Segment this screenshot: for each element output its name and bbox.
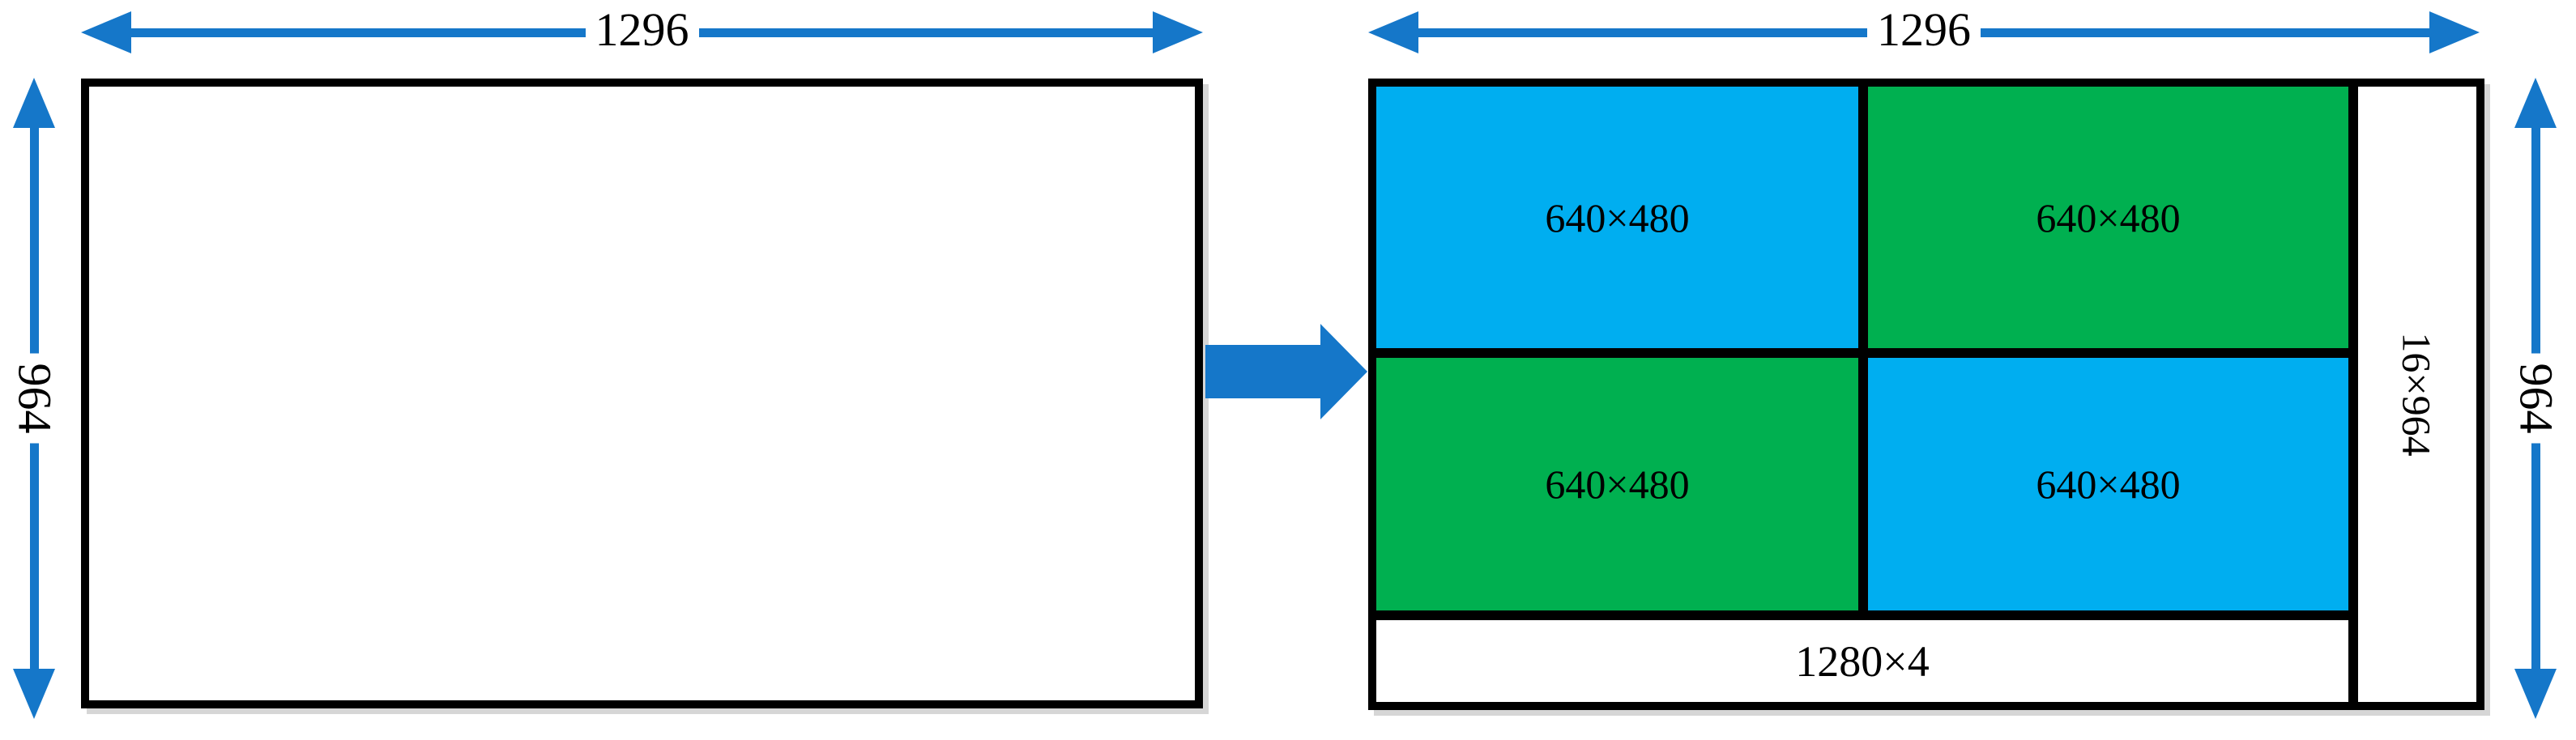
quadrant-bottom-left: 640×480 <box>1376 358 1858 610</box>
arrowhead-up-icon <box>2514 78 2557 128</box>
quadrant-size-label: 640×480 <box>2036 461 2181 507</box>
quadrant-bottom-right: 640×480 <box>1868 358 2348 610</box>
bottom-padding-strip: 1280×4 <box>1376 620 2348 702</box>
arrowhead-down-icon <box>2514 669 2557 719</box>
original-image-rectangle <box>81 79 1203 708</box>
arrowhead-right-icon <box>2429 11 2480 53</box>
width-dimension-label: 1296 <box>1867 5 1981 56</box>
height-dimension-arrow-left-panel: 964 <box>8 78 61 719</box>
height-dimension-label: 964 <box>2510 353 2562 444</box>
quadrant-top-left: 640×480 <box>1376 87 1858 348</box>
height-dimension-label: 964 <box>8 353 61 444</box>
arrowhead-down-icon <box>13 669 55 719</box>
width-dimension-arrow-right-panel: 1296 <box>1368 5 2480 56</box>
quadrant-size-label: 640×480 <box>1545 461 1690 507</box>
right-padding-strip: 16×964 <box>2358 87 2476 702</box>
quadrant-top-right: 640×480 <box>1868 87 2348 348</box>
bottom-strip-size-label: 1280×4 <box>1795 636 1930 686</box>
width-dimension-arrow-left-panel: 1296 <box>81 5 1203 56</box>
arrowhead-up-icon <box>13 78 55 128</box>
quadrant-size-label: 640×480 <box>2036 194 2181 240</box>
arrowhead-right-icon <box>1153 11 1203 53</box>
quadrant-size-label: 640×480 <box>1545 194 1690 240</box>
partitioned-image-rectangle: 640×480 640×480 640×480 640×480 1280×4 1… <box>1368 79 2484 710</box>
transform-arrow-icon <box>1205 324 1367 419</box>
arrowhead-left-icon <box>81 11 131 53</box>
arrowhead-left-icon <box>1368 11 1418 53</box>
right-strip-size-label: 16×964 <box>2395 332 2441 457</box>
width-dimension-label: 1296 <box>585 5 699 56</box>
height-dimension-arrow-right-panel: 964 <box>2510 78 2562 719</box>
